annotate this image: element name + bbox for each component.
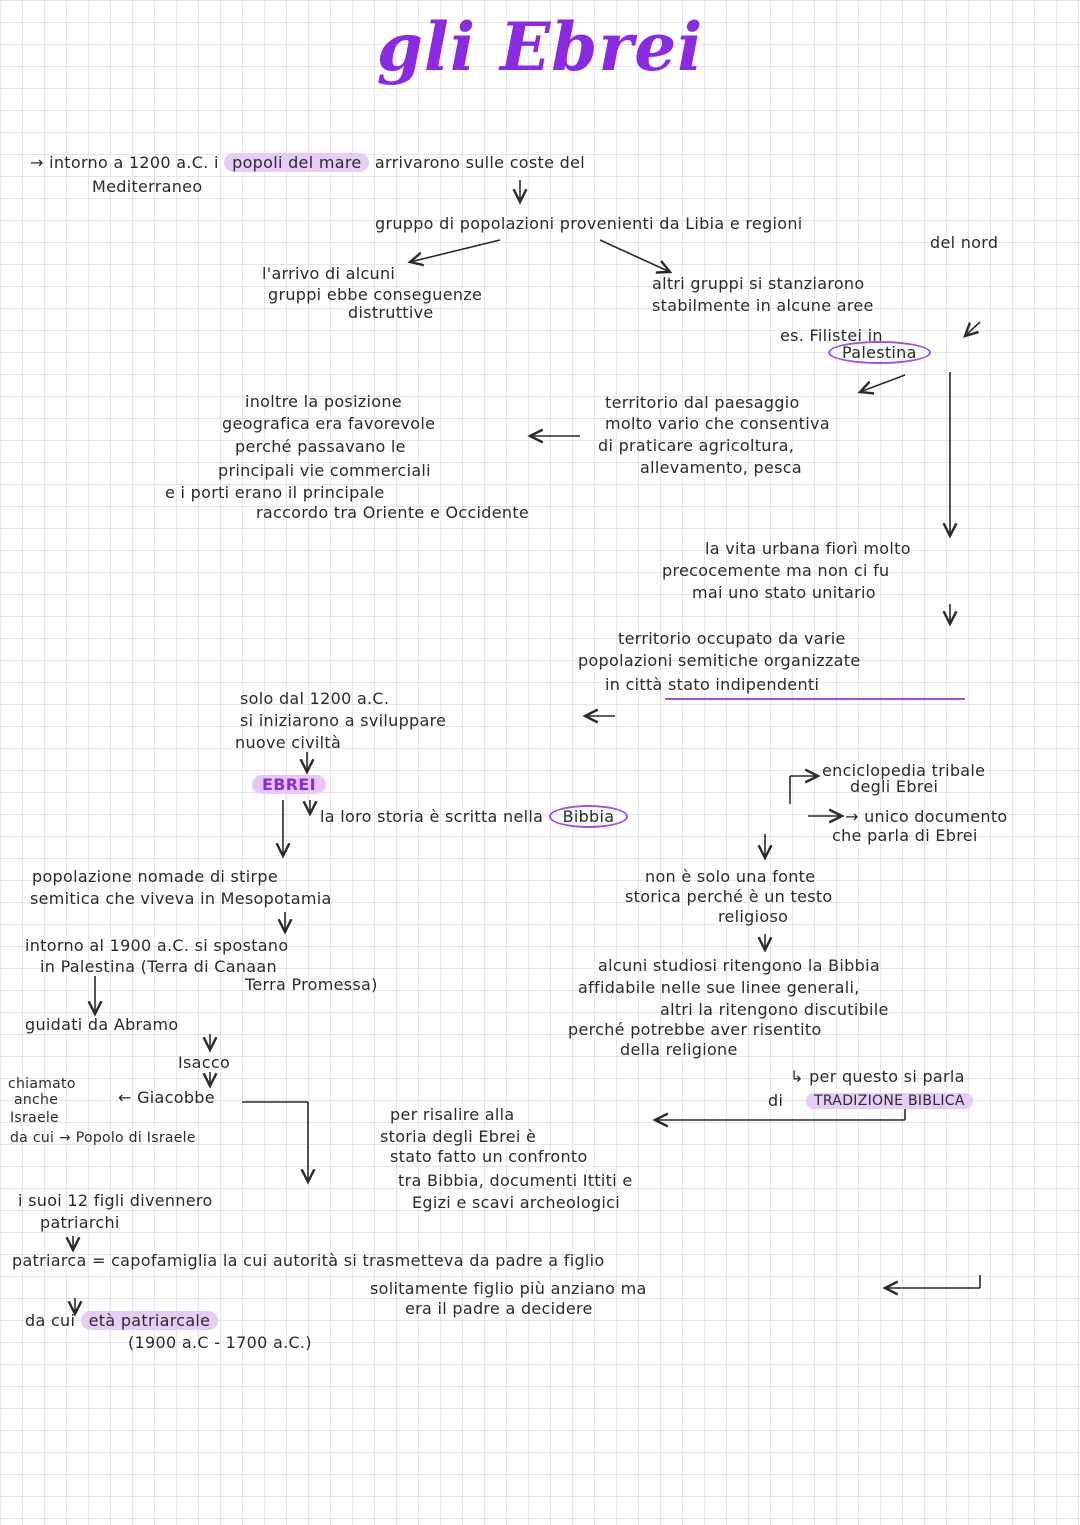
inoltre-1: inoltre la posizione [245, 392, 402, 411]
unico-1: → unico documento [845, 807, 1008, 826]
arrivo-3: distruttive [348, 303, 434, 322]
solo-3: nuove civiltà [235, 733, 342, 752]
inoltre-4: principali vie commerciali [218, 461, 431, 480]
occupato-3: in città stato indipendenti [605, 675, 820, 694]
risalire-1: per risalire alla [390, 1105, 515, 1124]
giacobbe: ← Giacobbe [118, 1088, 215, 1107]
eta-date: (1900 a.C - 1700 a.C.) [128, 1333, 312, 1352]
palestina: Palestina [828, 341, 931, 364]
guidati: guidati da Abramo [25, 1015, 179, 1034]
arrivo-2: gruppi ebbe conseguenze [268, 285, 483, 304]
gruppo-text: gruppo di popolazioni provenienti da Lib… [375, 214, 803, 233]
1900-1: intorno al 1900 a.C. si spostano [25, 936, 289, 955]
enciclopedia-1: enciclopedia tribale [822, 761, 986, 780]
tradizione-biblica: TRADIZIONE BIBLICA [806, 1093, 973, 1109]
bibbia: Bibbia [548, 805, 629, 828]
chiamato-3: Israele [10, 1110, 59, 1126]
territorio-1: territorio dal paesaggio [605, 393, 800, 412]
1900-2: in Palestina (Terra di Canaan [40, 957, 277, 976]
occupato-2: popolazioni semitiche organizzate [578, 651, 861, 670]
nomade-2: semitica che viveva in Mesopotamia [30, 889, 332, 908]
gruppo-cont: del nord [930, 233, 999, 252]
tradizione-wrap: TRADIZIONE BIBLICA [806, 1091, 973, 1112]
studiosi-1: alcuni studiosi ritengono la Bibbia [598, 956, 880, 975]
altri-1: altri gruppi si stanziarono [652, 274, 865, 293]
studiosi-4: perché potrebbe aver risentito [568, 1020, 822, 1039]
isacco: Isacco [178, 1053, 231, 1072]
storia-text: la loro storia è scritta nella Bibbia [320, 805, 629, 828]
ebrei-label: EBREI [252, 775, 326, 794]
intro-cont: Mediterraneo [92, 177, 203, 196]
page-title: gli Ebrei [376, 8, 704, 86]
vita-2: precocemente ma non ci fu [662, 561, 890, 580]
patriarca-1: patriarca = capofamiglia la cui autorità… [12, 1251, 605, 1270]
ebrei-wrap: EBREI [252, 774, 326, 795]
intro-text: → intorno a 1200 a.C. i popoli del mare … [30, 152, 585, 173]
figli-1: i suoi 12 figli divennero [18, 1191, 213, 1210]
occupato-1: territorio occupato da varie [618, 629, 846, 648]
solo-2: si iniziarono a sviluppare [240, 711, 447, 730]
palestina-oval: Palestina [828, 341, 931, 364]
eta-prefix: da cui [25, 1311, 76, 1330]
studiosi-2: affidabile nelle sue linee generali, [578, 978, 860, 997]
territorio-3: di praticare agricoltura, [598, 436, 795, 455]
intro-prefix: → intorno a 1200 a.C. i [30, 153, 225, 172]
territorio-2: molto vario che consentiva [605, 414, 830, 433]
fonte-1: non è solo una fonte [645, 867, 816, 886]
patriarca-3: era il padre a decidere [405, 1299, 593, 1318]
studiosi-3: altri la ritengono discutibile [660, 1000, 889, 1019]
risalire-5: Egizi e scavi archeologici [412, 1193, 620, 1212]
altri-2: stabilmente in alcune aree [652, 296, 874, 315]
chiamato-4: da cui → Popolo di Israele [10, 1130, 196, 1146]
solo-1: solo dal 1200 a.C. [240, 689, 390, 708]
figli-2: patriarchi [40, 1213, 120, 1232]
eta-patriarcale: età patriarcale [80, 1311, 219, 1330]
nomade-1: popolazione nomade di stirpe [32, 867, 278, 886]
territorio-4: allevamento, pesca [640, 458, 802, 477]
inoltre-2: geografica era favorevole [222, 414, 436, 433]
popoli-del-mare: popoli del mare [224, 153, 370, 172]
fonte-3: religioso [718, 907, 789, 926]
fonte-2: storica perché è un testo [625, 887, 833, 906]
inoltre-6: raccordo tra Oriente e Occidente [256, 503, 530, 522]
intro-suffix: arrivarono sulle coste del [369, 153, 585, 172]
risalire-3: stato fatto un confronto [390, 1147, 588, 1166]
eta-line: da cui età patriarcale [25, 1310, 219, 1331]
tradizione-di: di [768, 1091, 784, 1110]
vita-1: la vita urbana fiorì molto [705, 539, 911, 558]
chiamato-1: chiamato [8, 1076, 76, 1092]
arrivo-1: l'arrivo di alcuni [262, 264, 396, 283]
risalire-2: storia degli Ebrei è [380, 1127, 537, 1146]
chiamato-2: anche [14, 1092, 59, 1108]
studiosi-5: della religione [620, 1040, 738, 1059]
inoltre-3: perché passavano le [235, 437, 406, 456]
vita-3: mai uno stato unitario [692, 583, 876, 602]
tradizione-prefix: ↳ per questo si parla [790, 1067, 965, 1086]
unico-2: che parla di Ebrei [832, 826, 978, 845]
storia-prefix: la loro storia è scritta nella [320, 807, 544, 826]
patriarca-2: solitamente figlio più anziano ma [370, 1279, 647, 1298]
inoltre-5: e i porti erano il principale [165, 483, 385, 502]
es-filistei: es. Filistei in [780, 326, 883, 345]
risalire-4: tra Bibbia, documenti Ittiti e [398, 1171, 633, 1190]
enciclopedia-2: degli Ebrei [850, 777, 939, 796]
1900-3: Terra Promessa) [245, 975, 378, 994]
